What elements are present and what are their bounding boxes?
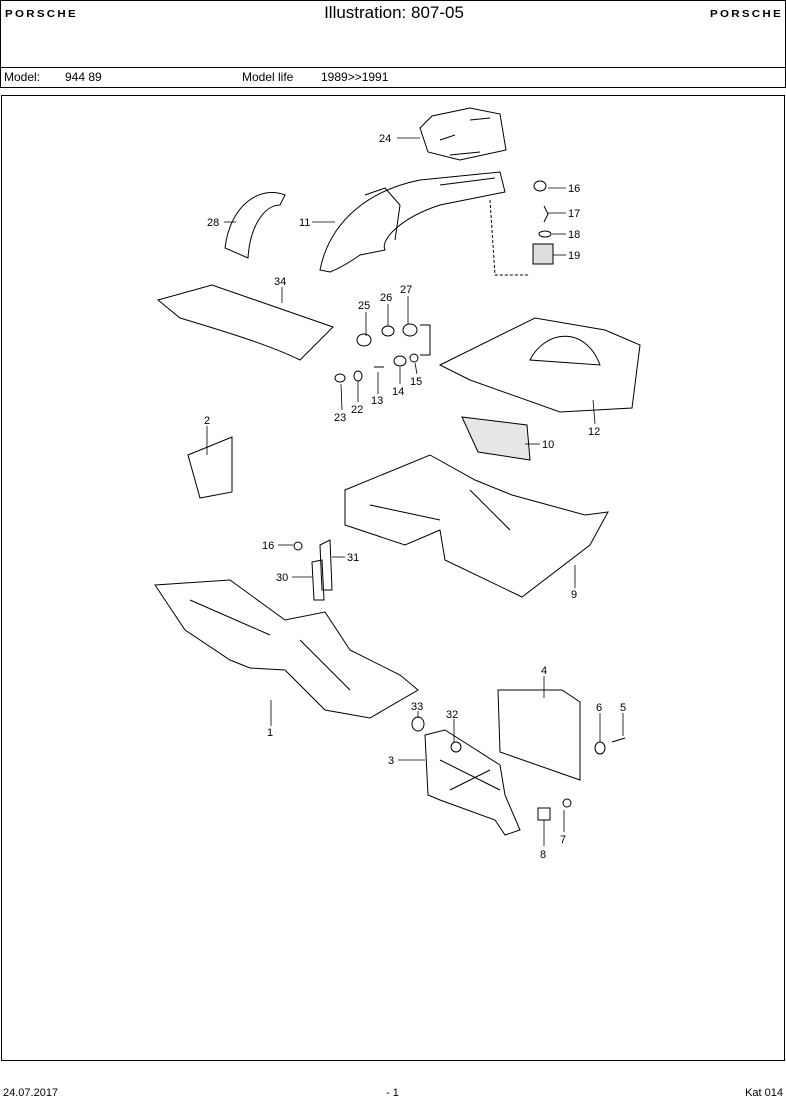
part-shape-22 <box>353 370 363 382</box>
callout-30: 30 <box>276 572 288 584</box>
callout-16: 16 <box>568 183 580 195</box>
callout-27: 27 <box>400 284 412 296</box>
callout-22: 22 <box>351 404 363 416</box>
callout-18: 18 <box>568 229 580 241</box>
model-life-label: Model life <box>242 70 294 84</box>
part-shape-11 <box>319 171 506 273</box>
brand-logo-right: PORSCHE <box>709 9 783 20</box>
part-shape-31 <box>319 539 333 591</box>
part-shape-26 <box>381 325 395 337</box>
callout-13: 13 <box>371 395 383 407</box>
callout-11: 11 <box>299 217 310 229</box>
callout-15: 15 <box>410 376 422 388</box>
part-shape-17 <box>543 205 549 223</box>
footer-catalog: Kat 014 <box>745 1087 783 1099</box>
part-shape-12 <box>438 317 641 413</box>
callout-31: 31 <box>347 552 359 564</box>
part-shape-1 <box>154 579 419 719</box>
callout-6: 6 <box>596 702 602 714</box>
part-shape-8 <box>537 807 551 821</box>
page-title: Illustration: 807-05 <box>324 3 464 22</box>
part-shape-27 <box>402 323 418 337</box>
part-shape-2 <box>187 436 233 499</box>
part-shape-33 <box>411 716 425 732</box>
callout-14: 14 <box>392 386 404 398</box>
callout-34: 34 <box>274 276 286 288</box>
part-shape-19 <box>532 243 554 265</box>
footer-date: 24.07.2017 <box>3 1087 59 1099</box>
part-shape-34 <box>156 284 334 361</box>
callout-16b: 16 <box>262 540 274 552</box>
part-shape-3 <box>424 729 521 836</box>
callout-2: 2 <box>204 415 210 427</box>
callout-1: 1 <box>267 727 273 739</box>
callout-26: 26 <box>380 292 392 304</box>
part-shape-10 <box>461 416 531 461</box>
part-shape-16-top <box>533 180 547 192</box>
part-shape-25 <box>356 333 372 347</box>
callout-25: 25 <box>358 300 370 312</box>
part-shape-9 <box>344 454 609 598</box>
part-shape-18 <box>538 230 552 238</box>
part-shape-24 <box>419 107 507 161</box>
part-shape-7 <box>562 798 572 808</box>
callout-17: 17 <box>568 208 580 220</box>
model-life-value: 1989>>1991 <box>321 70 389 84</box>
callout-19: 19 <box>568 250 580 262</box>
model-value: 944 89 <box>65 70 102 84</box>
brand-logo-left: PORSCHE <box>5 9 78 20</box>
callout-9: 9 <box>571 589 577 601</box>
model-info-bar: Model: 944 89 Model life 1989>>1991 <box>0 67 786 88</box>
callout-33: 33 <box>411 701 423 713</box>
callout-7: 7 <box>560 834 566 846</box>
callout-8: 8 <box>540 849 546 861</box>
part-shape-28 <box>224 191 286 259</box>
part-shape-30 <box>311 559 325 601</box>
part-shape-14 <box>393 355 407 367</box>
footer-page: - 1 <box>386 1087 399 1099</box>
callout-10: 10 <box>542 439 554 451</box>
callout-28: 28 <box>207 217 219 229</box>
part-shape-23 <box>334 373 346 383</box>
callout-23: 23 <box>334 412 346 424</box>
part-shape-32 <box>450 741 462 753</box>
illustration-frame <box>1 95 785 1061</box>
model-label: Model: <box>4 70 41 84</box>
part-shape-5 <box>611 737 626 743</box>
callout-5: 5 <box>620 702 626 714</box>
callout-4: 4 <box>541 665 547 677</box>
callout-3: 3 <box>388 755 394 767</box>
part-shape-4 <box>497 689 581 781</box>
callout-32: 32 <box>446 709 458 721</box>
callout-24: 24 <box>379 133 391 145</box>
part-shape-6 <box>594 741 606 755</box>
callout-12: 12 <box>588 426 600 438</box>
part-shape-15 <box>409 353 419 363</box>
part-shape-16-lower <box>293 541 303 551</box>
